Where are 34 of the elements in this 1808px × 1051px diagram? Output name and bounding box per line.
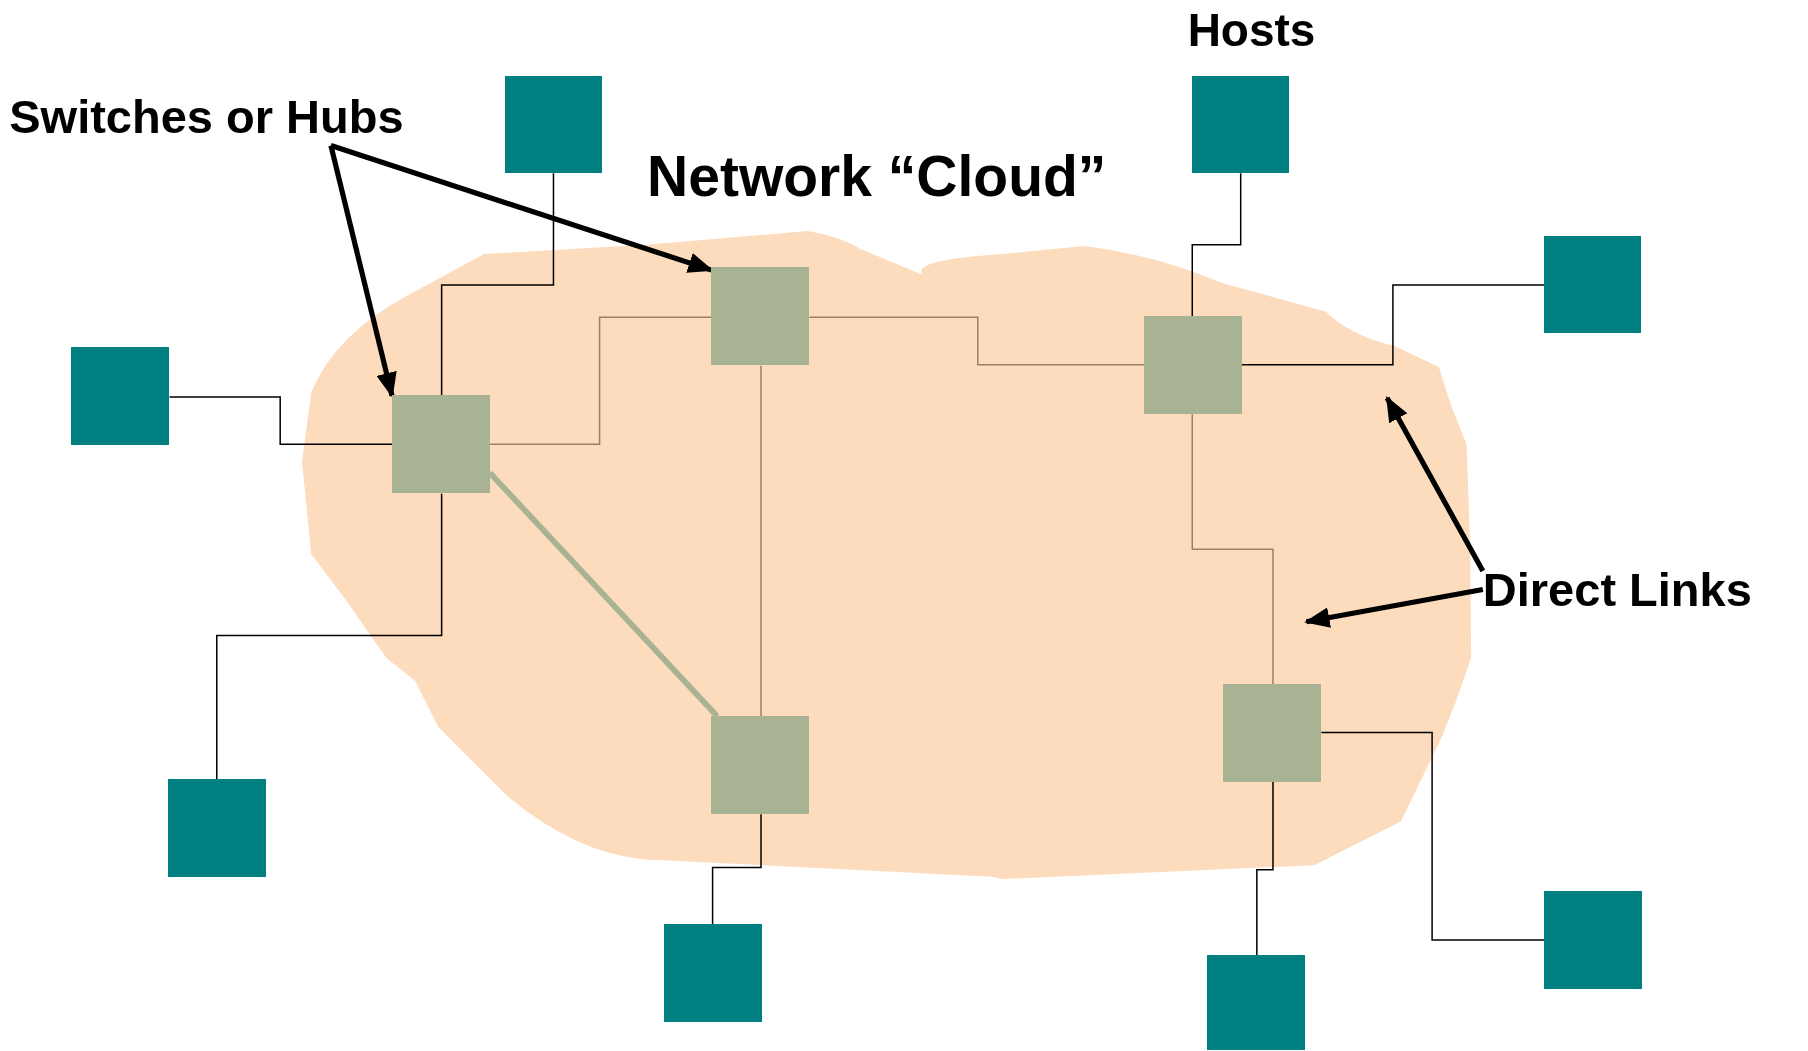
link-line <box>1256 781 1274 956</box>
host-square <box>505 76 602 173</box>
link-line <box>760 365 762 718</box>
link-line <box>440 172 555 397</box>
switch-square <box>711 716 810 815</box>
link-line <box>1191 413 1274 685</box>
callout-label: Direct Links <box>1482 558 1806 621</box>
host-square <box>1543 236 1641 334</box>
callout-label: Switches or Hubs <box>9 87 471 146</box>
link-line <box>1320 731 1545 941</box>
link-line <box>808 316 1145 366</box>
link-line <box>216 493 443 781</box>
host-square <box>71 347 170 446</box>
host-square <box>1192 76 1290 173</box>
switch-square <box>711 267 810 366</box>
host-square <box>1207 954 1306 1051</box>
switch-square <box>1223 683 1322 782</box>
switch-square <box>392 395 491 494</box>
leader-arrow <box>1304 586 1484 628</box>
link-line <box>168 396 393 445</box>
switch-square <box>1143 315 1242 414</box>
link-line <box>487 471 720 719</box>
cloud-title: Network “Cloud” <box>647 147 1107 205</box>
link-line <box>1241 284 1545 366</box>
host-square <box>664 923 763 1022</box>
host-square <box>168 779 267 878</box>
link-line <box>711 813 762 925</box>
host-square <box>1543 891 1642 990</box>
leader-arrow <box>328 144 397 398</box>
link-line <box>489 316 713 445</box>
link-line <box>1191 172 1242 317</box>
leader-arrow <box>330 143 714 273</box>
group-label: Hosts <box>1187 3 1316 59</box>
leader-arrow <box>1384 396 1486 573</box>
